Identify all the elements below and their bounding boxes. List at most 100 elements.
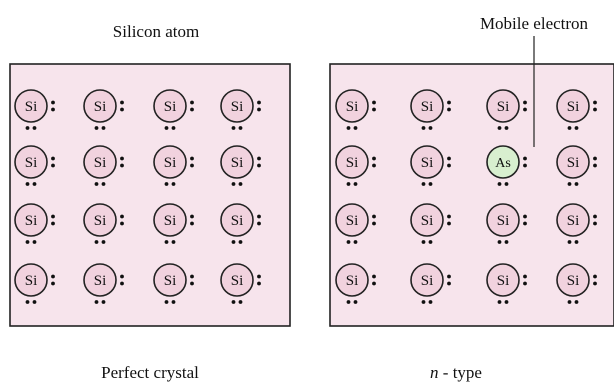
silicon-atom: Si: [83, 89, 117, 123]
bond-electron: [497, 240, 502, 244]
bond-electron: [51, 100, 55, 105]
atom-circle: [220, 145, 254, 179]
bond-electron: [25, 182, 30, 186]
silicon-atom: Si: [83, 203, 117, 237]
bond-electron: [567, 240, 572, 244]
bond-electron: [447, 214, 451, 219]
bond-electron: [428, 240, 433, 244]
bond-electron: [164, 126, 169, 130]
silicon-atom: Si: [410, 203, 444, 237]
bond-electron: [94, 240, 99, 244]
bond-electron: [190, 281, 194, 286]
bond-electron: [523, 156, 527, 161]
bond-electron: [372, 163, 376, 168]
bond-electron: [504, 182, 509, 186]
atom-symbol: Si: [231, 273, 244, 289]
bond-electron: [574, 300, 579, 304]
silicon-atom: Si: [335, 145, 369, 179]
atom-circle: [83, 263, 117, 297]
bond-electron: [238, 126, 243, 130]
bond-electron: [523, 107, 527, 112]
bond-electron: [120, 274, 124, 279]
silicon-atom: Si: [410, 89, 444, 123]
bond-electron: [231, 300, 236, 304]
bond-electron: [428, 182, 433, 186]
bond-electron: [101, 240, 106, 244]
bond-electron: [101, 300, 106, 304]
silicon-atom: Si: [153, 145, 187, 179]
bond-electron: [593, 163, 597, 168]
bond-electron: [372, 107, 376, 112]
atom-circle: [335, 145, 369, 179]
bond-electron: [120, 156, 124, 161]
atom-circle: [335, 89, 369, 123]
bond-electron: [523, 281, 527, 286]
silicon-atom: Si: [556, 263, 590, 297]
atom-symbol: Si: [231, 213, 244, 229]
atom-circle: [153, 89, 187, 123]
bond-electron: [346, 126, 351, 130]
bond-electron: [51, 163, 55, 168]
atom-symbol: Si: [164, 273, 177, 289]
atom-circle: [83, 145, 117, 179]
atom-circle: [83, 203, 117, 237]
silicon-atom: Si: [220, 263, 254, 297]
bond-electron: [593, 107, 597, 112]
bond-electron: [171, 182, 176, 186]
bond-electron: [164, 240, 169, 244]
atom-symbol: Si: [421, 273, 434, 289]
atom-symbol: Si: [421, 99, 434, 115]
bond-electron: [25, 240, 30, 244]
atom-symbol: Si: [497, 273, 510, 289]
silicon-atom: Si: [14, 203, 48, 237]
atom-circle: [410, 203, 444, 237]
atom-circle: [220, 89, 254, 123]
bond-electron: [523, 274, 527, 279]
bond-electron: [164, 182, 169, 186]
bond-electron: [353, 126, 358, 130]
atom-circle: [486, 145, 520, 179]
atom-circle: [486, 89, 520, 123]
silicon-atom: Si: [486, 89, 520, 123]
atom-circle: [335, 203, 369, 237]
atom-circle: [410, 263, 444, 297]
bond-electron: [346, 300, 351, 304]
bond-electron: [497, 300, 502, 304]
silicon-atom: Si: [14, 89, 48, 123]
bond-electron: [523, 163, 527, 168]
atom-symbol: Si: [25, 155, 38, 171]
bond-electron: [593, 281, 597, 286]
bond-electron: [257, 214, 261, 219]
atom-circle: [153, 203, 187, 237]
bond-electron: [257, 221, 261, 226]
n-type-caption: n - type: [430, 363, 482, 383]
bond-electron: [353, 182, 358, 186]
bond-electron: [257, 156, 261, 161]
bond-electron: [190, 156, 194, 161]
silicon-atom: Si: [556, 145, 590, 179]
silicon-atom: Si: [486, 203, 520, 237]
bond-electron: [372, 221, 376, 226]
bond-electron: [94, 126, 99, 130]
silicon-atom: Si: [556, 89, 590, 123]
bond-electron: [51, 221, 55, 226]
atom-symbol: Si: [346, 99, 359, 115]
silicon-atom: Si: [153, 89, 187, 123]
mobile-electron-label: Mobile electron: [479, 14, 589, 33]
bond-electron: [190, 214, 194, 219]
atom-circle: [153, 145, 187, 179]
atom-symbol: Si: [497, 213, 510, 229]
bond-electron: [353, 300, 358, 304]
bond-electron: [257, 100, 261, 105]
silicon-atom: Si: [220, 145, 254, 179]
silicon-atom: Si: [83, 263, 117, 297]
bond-electron: [51, 107, 55, 112]
bond-electron: [32, 300, 37, 304]
bond-electron: [120, 107, 124, 112]
bond-electron: [120, 163, 124, 168]
bond-electron: [593, 274, 597, 279]
atom-symbol: As: [495, 156, 511, 171]
bond-electron: [101, 126, 106, 130]
atom-symbol: Si: [94, 273, 107, 289]
atom-circle: [486, 203, 520, 237]
